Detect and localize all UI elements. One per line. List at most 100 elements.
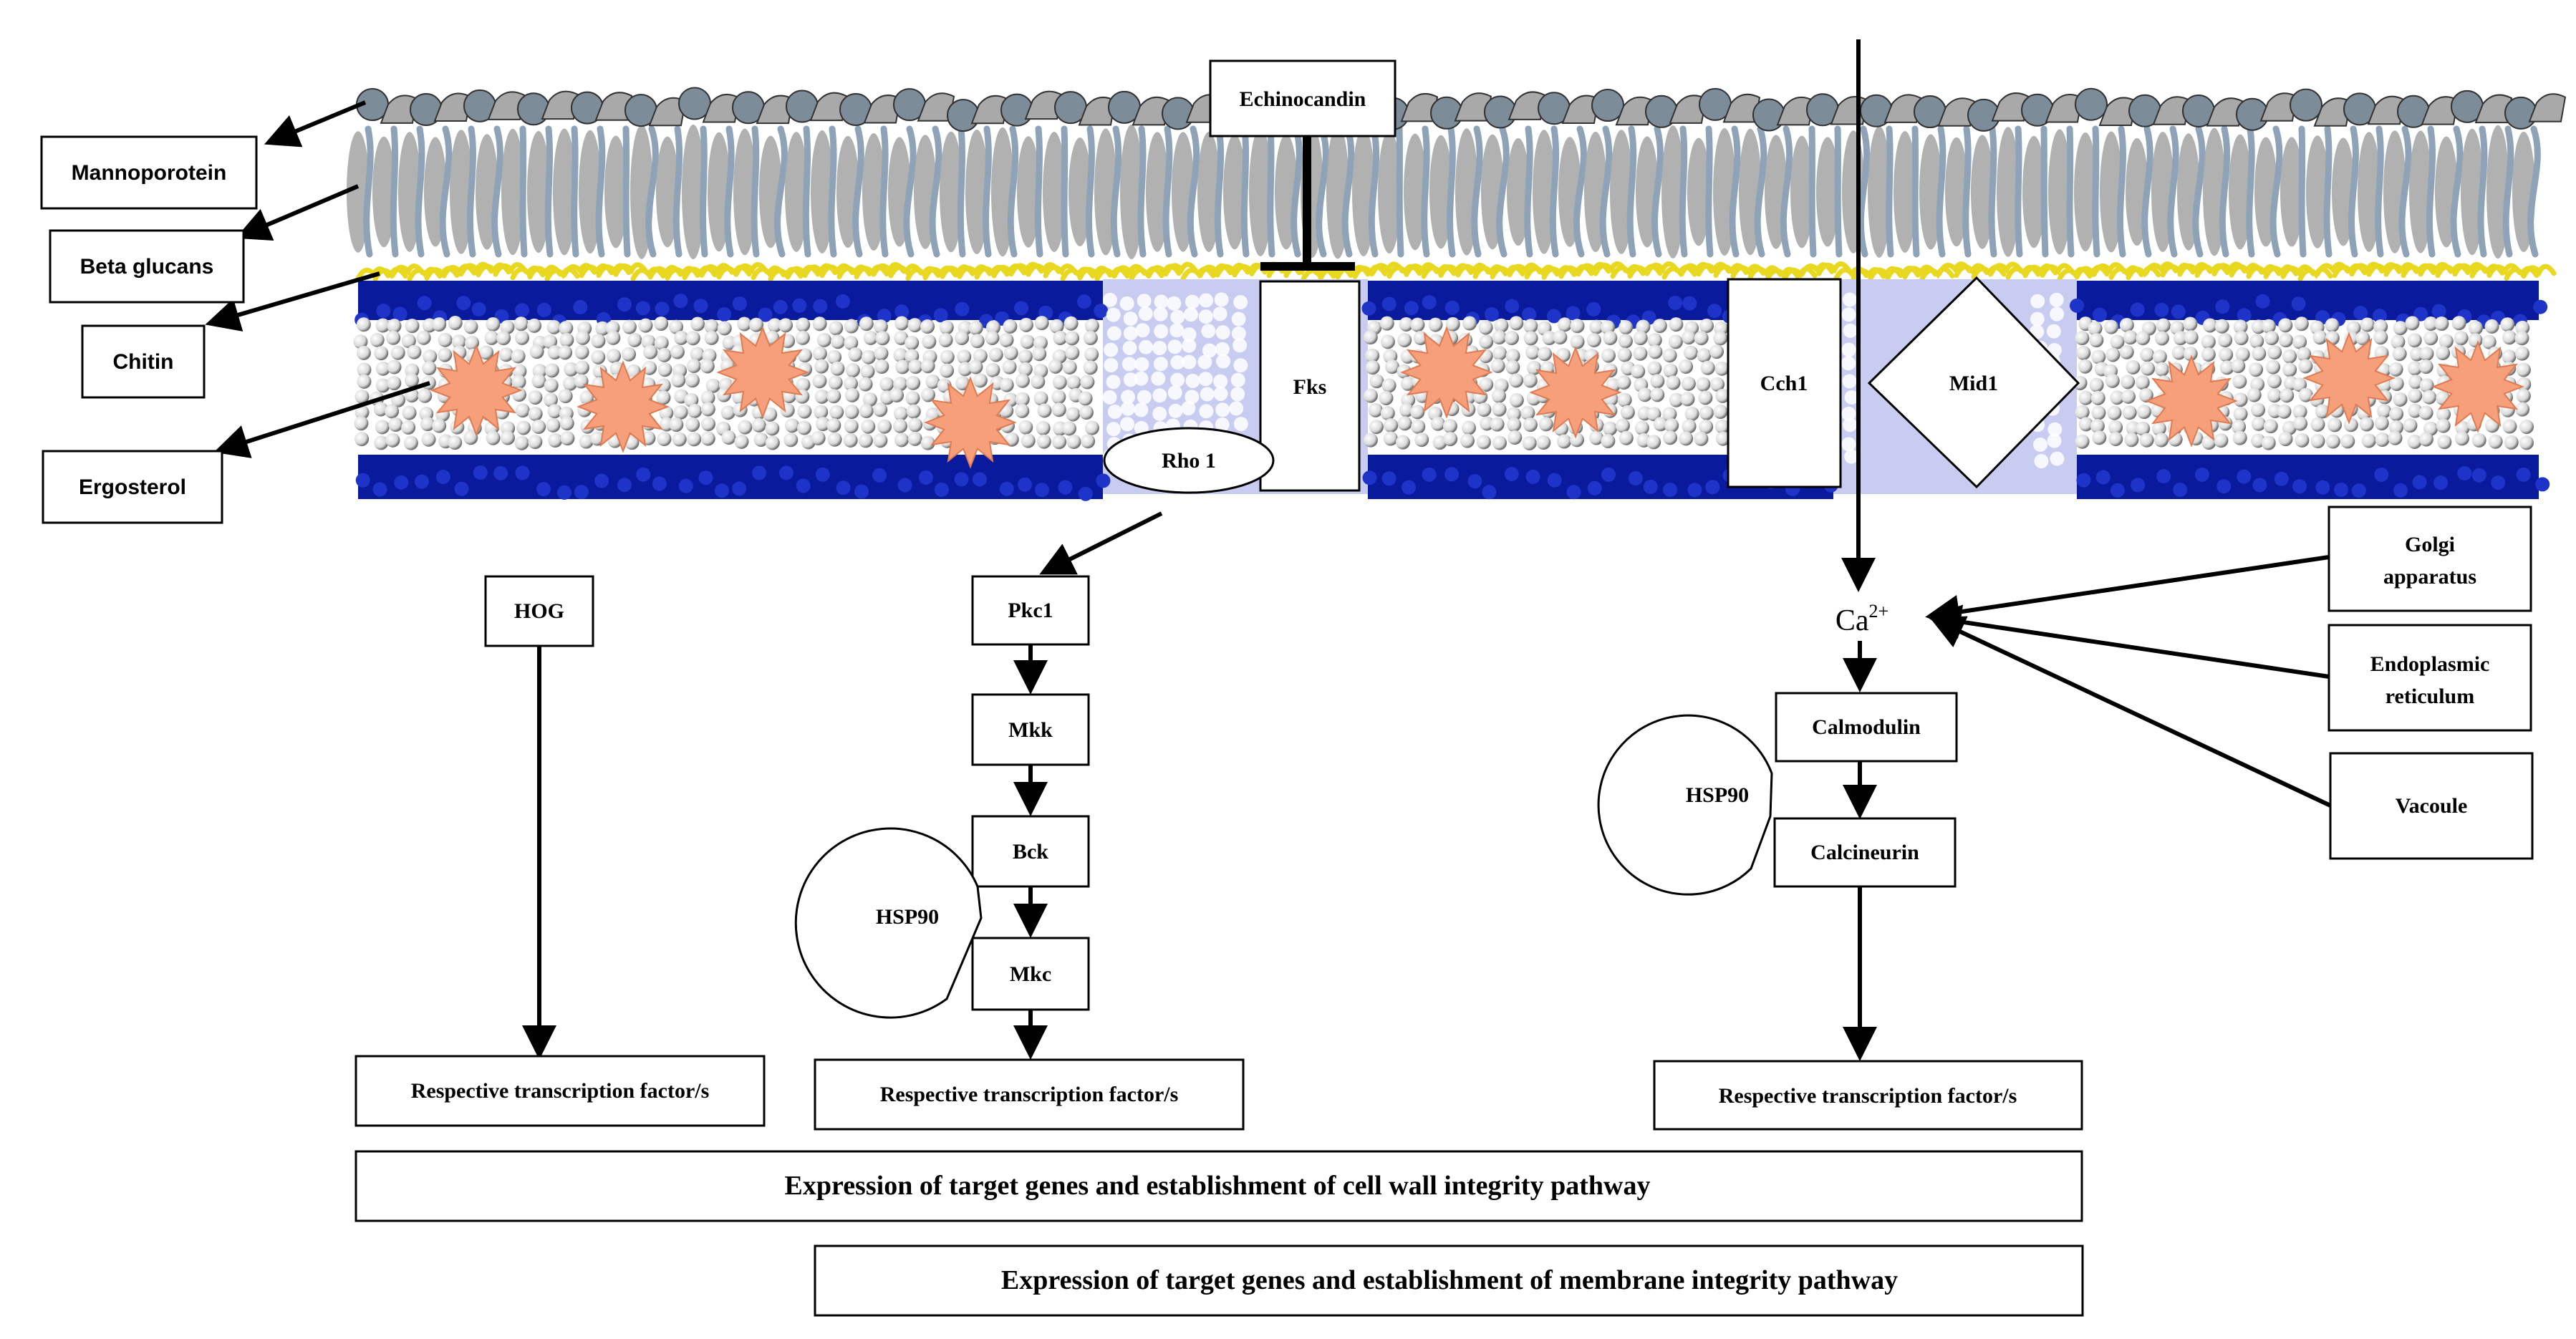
lipid-bead <box>1384 418 1399 433</box>
glucan-strand <box>595 125 606 258</box>
lipid-bead <box>1048 359 1063 374</box>
lipid-bead <box>893 377 908 392</box>
lipid-bead-faded <box>1843 417 1858 432</box>
lipid-bead <box>920 319 935 334</box>
glucan-ellipse <box>501 128 524 256</box>
lipid-bead <box>816 417 831 432</box>
lipid-bead <box>1589 319 1604 334</box>
lipid-bead-faded <box>1137 390 1152 405</box>
lipid-bead-faded <box>1134 371 1149 386</box>
lipid-bead <box>873 402 888 417</box>
lipid-bead-faded <box>1106 374 1121 390</box>
glucan-strand <box>1780 125 1793 258</box>
lipid-bead <box>2235 347 2250 362</box>
lipid-bead <box>2393 321 2408 336</box>
lipid-bead <box>906 375 921 390</box>
lipid-bead-faded <box>2030 294 2045 309</box>
lipid-bead <box>1618 334 1633 349</box>
lipid-bead <box>2405 316 2420 331</box>
lipid-bead <box>1491 388 1506 403</box>
lipid-bead <box>1031 374 1046 390</box>
lipid-bead <box>685 331 700 346</box>
lipid-bead <box>957 362 973 377</box>
lipid-bead <box>1490 417 1505 432</box>
lipid-bead-faded <box>1200 387 1215 402</box>
lipid-bead <box>2516 388 2531 403</box>
headgroup-dot <box>594 473 609 488</box>
lipid-bead <box>1650 374 1665 389</box>
lipid-bead <box>657 432 672 447</box>
lipid-bead <box>2504 435 2519 450</box>
lipid-bead <box>2515 402 2530 417</box>
lipid-bead <box>2183 316 2198 332</box>
ergosterol-star <box>2145 354 2238 448</box>
lipid-bead <box>2375 432 2390 447</box>
lipid-bead-faded <box>1841 437 1856 452</box>
lipid-bead-faded <box>1231 326 1246 341</box>
lipid-bead <box>1081 434 1096 449</box>
lipid-bead <box>905 335 920 350</box>
lipid-bead <box>1397 416 1412 431</box>
lipid-bead <box>401 334 416 349</box>
lipid-bead <box>1369 374 1384 389</box>
lipid-bead <box>2340 434 2355 449</box>
lipid-bead <box>420 417 435 432</box>
lipid-bead <box>529 344 544 359</box>
glucan-strand <box>1007 125 1019 258</box>
headgroup-dot <box>815 467 830 482</box>
headgroup-dot <box>573 300 588 315</box>
headgroup-dot <box>2471 468 2486 483</box>
lipid-bead <box>908 359 923 374</box>
headgroup-dot <box>698 470 713 485</box>
headgroup-dot <box>515 465 530 480</box>
lipid-bead <box>2373 319 2388 334</box>
lipid-bead <box>353 334 368 349</box>
headgroup-dot <box>1687 483 1702 498</box>
lipid-bead <box>844 405 859 420</box>
headgroup-dot <box>2431 304 2446 319</box>
lipid-bead <box>2280 388 2295 403</box>
lipid-bead <box>920 435 935 450</box>
pkc1-box <box>971 575 1090 646</box>
lipid-bead <box>1036 420 1051 435</box>
headgroup-dot <box>2374 467 2389 482</box>
lipid-bead <box>859 404 874 419</box>
lipid-bead <box>985 362 1000 377</box>
lipid-bead <box>559 416 574 431</box>
lipid-bead <box>1083 331 1098 346</box>
lipid-bead <box>687 432 702 447</box>
headgroup-dot <box>2095 470 2111 485</box>
glucan-strand <box>1240 125 1250 258</box>
headgroup-dot <box>1643 479 1658 494</box>
lipid-bead <box>1428 317 1443 332</box>
glucan-strand <box>2450 125 2464 258</box>
lipid-bead <box>874 346 889 361</box>
lipid-bead <box>1617 347 1632 362</box>
lipid-bead <box>2233 392 2248 407</box>
lipid-bead-faded <box>1841 307 1856 322</box>
lipid-bead <box>957 349 972 364</box>
headgroup-dot <box>1525 469 1540 484</box>
lipid-bead <box>1647 333 1662 348</box>
lipid-bead <box>831 334 846 349</box>
glucan-strand <box>1187 125 1200 258</box>
headgroup-dot <box>2457 466 2472 481</box>
lipid-bead <box>1698 390 1713 405</box>
headgroup-dot <box>2516 467 2531 482</box>
mkc-tf-box <box>814 1058 1245 1131</box>
mannoprotein-layer <box>356 87 2567 132</box>
lipid-bead <box>374 435 389 450</box>
lipid-bead <box>1492 402 1507 417</box>
lipid-bead <box>814 359 829 374</box>
lipid-bead <box>1397 333 1412 348</box>
mkc-box <box>971 937 1090 1011</box>
lipid-bead <box>1365 360 1380 375</box>
glucan-strand <box>1857 125 1871 258</box>
lipid-bead <box>559 332 574 347</box>
lipid-bead <box>2437 435 2452 450</box>
lipid-bead <box>1709 344 1724 359</box>
lipid-bead <box>1461 420 1476 435</box>
mannoprotein-cap <box>1454 92 1492 122</box>
glucan-strand <box>802 125 811 258</box>
lipid-bead <box>2361 433 2376 448</box>
